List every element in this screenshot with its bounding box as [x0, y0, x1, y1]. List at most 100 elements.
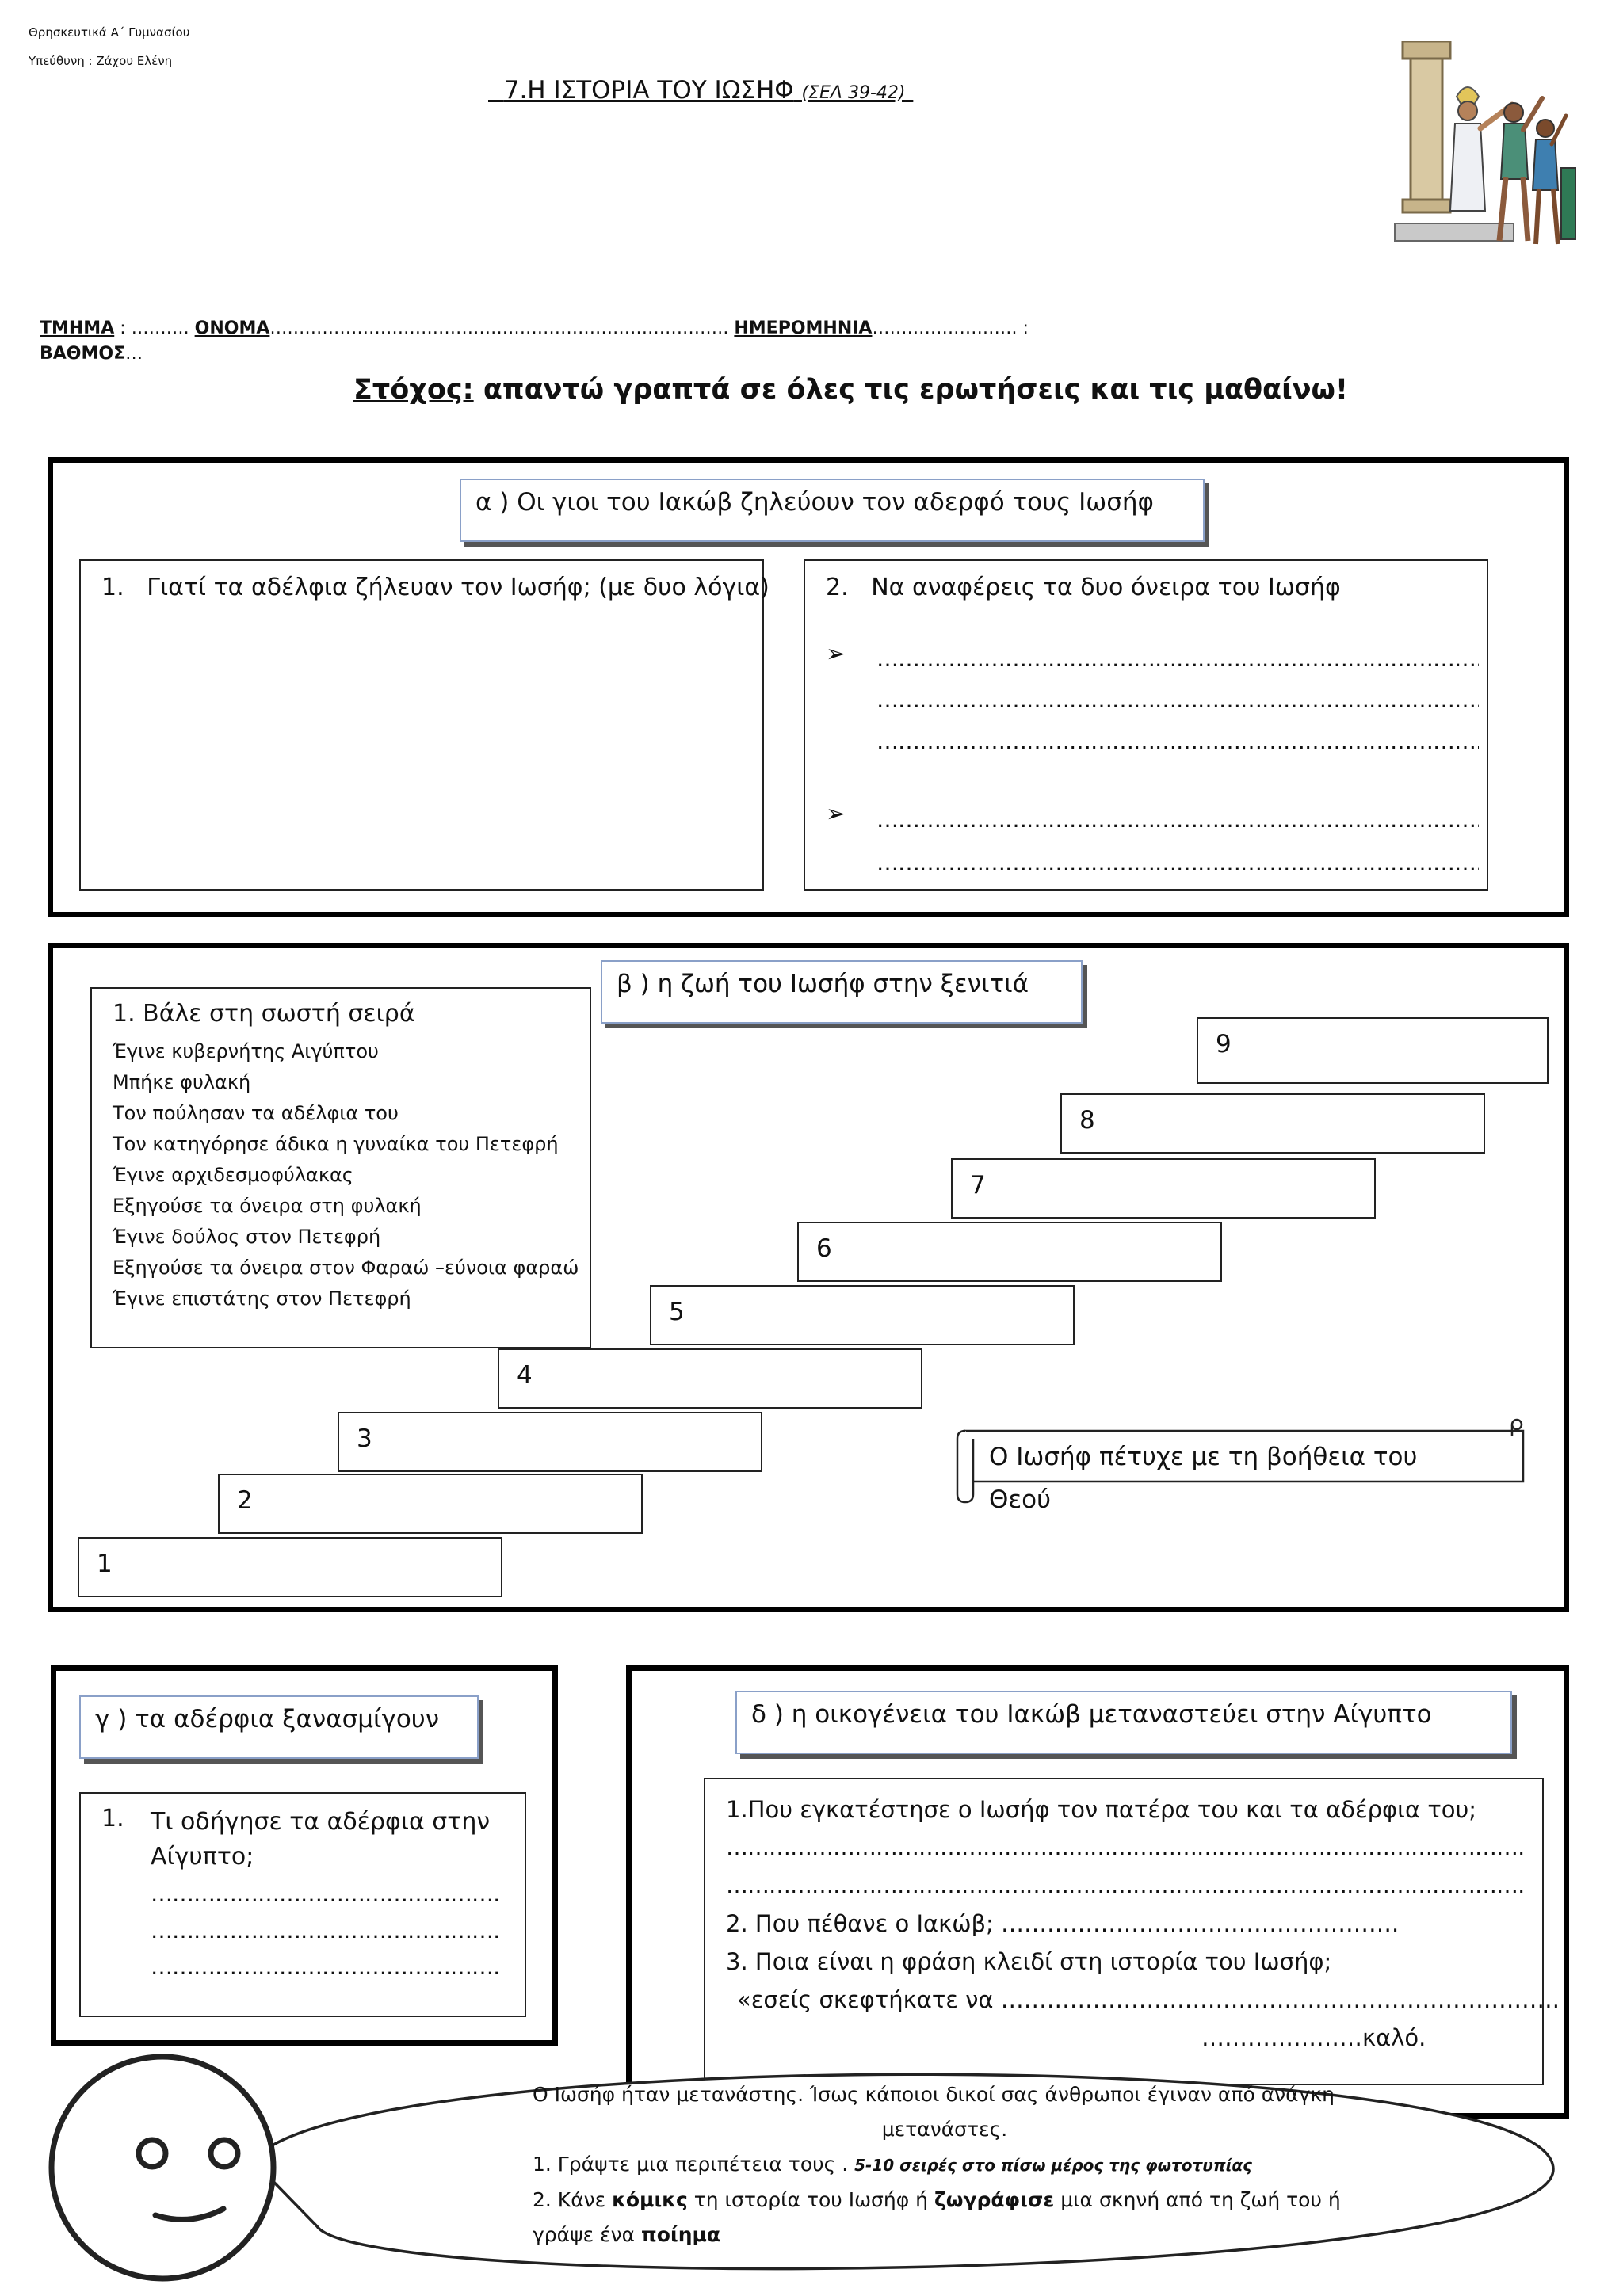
step-box-2[interactable]: 2 — [218, 1474, 643, 1534]
events-list: Έγινε κυβερνήτης Αιγύπτου Μπήκε φυλακή Τ… — [113, 1036, 579, 1314]
dream2-lines[interactable]: …………………………………………………………………………… …………………………… — [876, 799, 1479, 884]
section-c-q1-box[interactable]: 1. Τι οδήγησε τα αδέρφια στην Αίγυπτο; …… — [79, 1792, 526, 2017]
dream2-bullet: ➢ — [826, 800, 846, 828]
section-d-q3-end[interactable]: …………………καλό. — [1201, 2024, 1426, 2051]
bubble-task-2-text: 2. Κάνε — [533, 2188, 613, 2211]
answer-line[interactable]: …………………………………………………………………………………………………………… — [726, 1834, 1526, 1860]
section-c-answer-lines[interactable]: …………………………………………… …………………………………………… …………… — [151, 1876, 499, 1985]
section-c-q1-text: Τι οδήγησε τα αδέρφια στην — [151, 1808, 491, 1836]
event-item: Τον πούλησαν τα αδέλφια του — [113, 1102, 399, 1124]
bubble-task-1: 1. Γράψτε μια περιπέτεια τους . 5-10 σει… — [533, 2147, 1452, 2183]
answer-line: …………………………………………………………………………… — [876, 807, 1479, 833]
class-field[interactable]: : ………. — [114, 318, 195, 338]
section-d-q1: 1.Που εγκατέστησε ο Ιωσήφ τον πατέρα του… — [726, 1796, 1477, 1823]
bubble-task-2-text: μια σκηνή από τη ζωή του ή — [1054, 2188, 1341, 2211]
page-title: 7.Η ΙΣΤΟΡΙΑ ΤΟΥ ΙΩΣΗΦ (ΣΕΛ 39-42) — [488, 76, 913, 105]
smiley-bubble-drawing — [48, 2054, 1555, 2282]
section-d-questions-box[interactable]: 1.Που εγκατέστησε ο Ιωσήφ τον πατέρα του… — [704, 1778, 1560, 2085]
class-label: ΤΜΗΜΑ — [40, 318, 115, 338]
step-box-4[interactable]: 4 — [498, 1348, 922, 1409]
bubble-intro-line: μετανάστες. — [881, 2118, 1008, 2141]
date-field[interactable]: ……………………. : — [872, 318, 1029, 338]
section-a-q2-box[interactable]: 2. Να αναφέρεις τα δυο όνειρα του Ιωσήφ … — [804, 559, 1488, 891]
section-a-q1-box[interactable]: 1. Γιατί τα αδέλφια ζήλευαν τον Ιωσήφ; (… — [79, 559, 769, 891]
subject-label: Θρησκευτικά Α΄ Γυμνασίου — [29, 25, 190, 40]
event-item: Έγινε επιστάτης στον Πετεφρή — [113, 1287, 411, 1310]
event-item: Έγινε αρχιδεσμοφύλακας — [113, 1164, 353, 1186]
section-d-questions: 1.Που εγκατέστησε ο Ιωσήφ τον πατέρα του… — [726, 1791, 1560, 2057]
section-d-q2: 2. Που πέθανε ο Ιακώβ; ……………………………………………… — [726, 1910, 1400, 1937]
step-box-8[interactable]: 8 — [1060, 1093, 1485, 1154]
section-c-frame — [51, 1665, 558, 2046]
section-c-q1-number: 1. — [101, 1805, 124, 1833]
step-box-9[interactable]: 9 — [1197, 1017, 1549, 1084]
section-a-q2: 2. Να αναφέρεις τα δυο όνειρα του Ιωσήφ — [826, 574, 1341, 601]
joseph-illustration — [1394, 41, 1576, 245]
scroll-line: Θεού — [989, 1486, 1052, 1514]
section-a-q1-text: Γιατί τα αδέλφια ζήλευαν τον Ιωσήφ; (με … — [147, 574, 769, 601]
section-c-header: γ ) τα αδέρφια ξανασμίγουν — [79, 1695, 479, 1759]
event-item: Έγινε κυβερνήτης Αιγύπτου — [113, 1040, 379, 1062]
student-info-row: ΤΜΗΜΑ : ………. ΟΝΟΜΑ…………………………………………………………… — [40, 318, 1029, 338]
goal-text: απαντώ γραπτά σε όλες τις ερωτήσεις και … — [473, 374, 1348, 406]
section-a-frame — [48, 457, 1569, 917]
section-c-q1-text: Αίγυπτο; — [151, 1843, 254, 1871]
section-b-frame — [48, 943, 1569, 1612]
bubble-task-1-text: 1. Γράψτε μια περιπέτεια τους . — [533, 2153, 855, 2176]
speech-bubble-text: Ο Ιωσήφ ήταν μετανάστης. Ίσως κάποιοι δι… — [533, 2077, 1452, 2252]
scroll-text: Ο Ιωσήφ πέτυχε με τη βοήθεια του Θεού — [989, 1436, 1417, 1521]
page-title-pages: (ΣΕΛ 39-42) — [801, 83, 906, 103]
dream1-bullet: ➢ — [826, 640, 846, 668]
page-title-main: 7.Η ΙΣΤΟΡΙΑ ΤΟΥ ΙΩΣΗΦ — [503, 76, 794, 105]
answer-line: ……………………………………………. — [151, 1954, 499, 1980]
answer-line[interactable]: …………………………………………………………………………………………………………… — [726, 1872, 1526, 1898]
event-item: Εξηγούσε τα όνειρα στον Φαραώ –εύνοια φα… — [113, 1257, 579, 1279]
name-field[interactable]: ……………………………………………………………………. — [269, 318, 735, 338]
section-a-q2-text: Να αναφέρεις τα δυο όνειρα του Ιωσήφ — [871, 574, 1341, 601]
section-c-q1: Τι οδήγησε τα αδέρφια στην Αίγυπτο; — [151, 1805, 490, 1875]
section-a-header: α ) Οι γιοι του Ιακώβ ζηλεύουν τον αδερφ… — [460, 479, 1205, 542]
answer-line: …………………………………………………………………………… — [876, 849, 1479, 875]
answer-line: …………………………………………………………………………… — [876, 646, 1479, 672]
events-list-box: 1. Βάλε στη σωστή σειρά Έγινε κυβερνήτης… — [90, 987, 591, 1348]
step-box-5[interactable]: 5 — [650, 1285, 1075, 1345]
answer-line: …………………………………………………………………………... — [876, 728, 1479, 754]
answer-line: …………………………………………………………………………… — [876, 687, 1479, 713]
answer-line: …………………………………………… — [151, 1881, 499, 1907]
grade-field[interactable]: … — [125, 344, 143, 364]
bubble-task-1-note: 5-10 σειρές στο πίσω μέρος της φωτοτυπία… — [854, 2156, 1253, 2175]
bubble-task-2-poem: ποίημα — [641, 2223, 721, 2246]
goal-label: Στόχος: — [353, 374, 474, 406]
bubble-task-2-comic: κόμικς — [612, 2188, 688, 2211]
section-d-q3-phrase[interactable]: «εσείς σκεφτήκατε να …………………………………………………… — [737, 1986, 1560, 2013]
event-item: Μπήκε φυλακή — [113, 1071, 251, 1093]
section-d-q3: 3. Ποια είναι η φράση κλειδί στη ιστορία… — [726, 1948, 1332, 1975]
scroll-banner — [956, 1418, 1525, 1504]
section-b-header: β ) η ζωή του Ιωσήφ στην ξενιτιά — [601, 960, 1083, 1024]
date-label: ΗΜΕΡΟΜΗΝΙΑ — [734, 318, 873, 338]
teacher-label: Υπεύθυνη : Ζάχου Ελένη — [29, 54, 173, 68]
dream1-lines[interactable]: …………………………………………………………………………… …………………………… — [876, 639, 1479, 762]
bubble-task-2-text: γράψε ένα — [533, 2223, 641, 2246]
event-item: Εξηγούσε τα όνειρα στη φυλακή — [113, 1195, 422, 1217]
bubble-task-2-cont: γράψε ένα ποίημα — [533, 2218, 1452, 2252]
events-task: 1. Βάλε στη σωστή σειρά — [113, 1000, 415, 1028]
step-box-3[interactable]: 3 — [338, 1412, 762, 1472]
scroll-line: Ο Ιωσήφ πέτυχε με τη βοήθεια του — [989, 1443, 1418, 1471]
bubble-task-2: 2. Κάνε κόμικς τη ιστορία του Ιωσήφ ή ζω… — [533, 2183, 1452, 2218]
grade-row: ΒΑΘΜΟΣ… — [40, 344, 143, 364]
section-d-header: δ ) η οικογένεια του Ιακώβ μεταναστεύει … — [735, 1691, 1512, 1754]
section-a-q2-number: 2. — [826, 574, 849, 601]
section-a-q1-number: 1. — [101, 574, 124, 601]
step-box-1[interactable]: 1 — [78, 1537, 502, 1597]
event-item: Τον κατηγόρησε άδικα η γυναίκα του Πετεφ… — [113, 1133, 559, 1155]
event-item: Έγινε δούλος στον Πετεφρή — [113, 1226, 381, 1248]
answer-line: …………………………………………… — [151, 1917, 499, 1943]
grade-label: ΒΑΘΜΟΣ — [40, 344, 126, 364]
name-label: ΟΝΟΜΑ — [194, 318, 270, 338]
step-box-7[interactable]: 7 — [951, 1158, 1376, 1219]
goal-statement: Στόχος: απαντώ γραπτά σε όλες τις ερωτήσ… — [353, 374, 1348, 406]
bubble-intro-line: Ο Ιωσήφ ήταν μετανάστης. Ίσως κάποιοι δι… — [533, 2083, 1335, 2106]
step-box-6[interactable]: 6 — [797, 1222, 1222, 1282]
